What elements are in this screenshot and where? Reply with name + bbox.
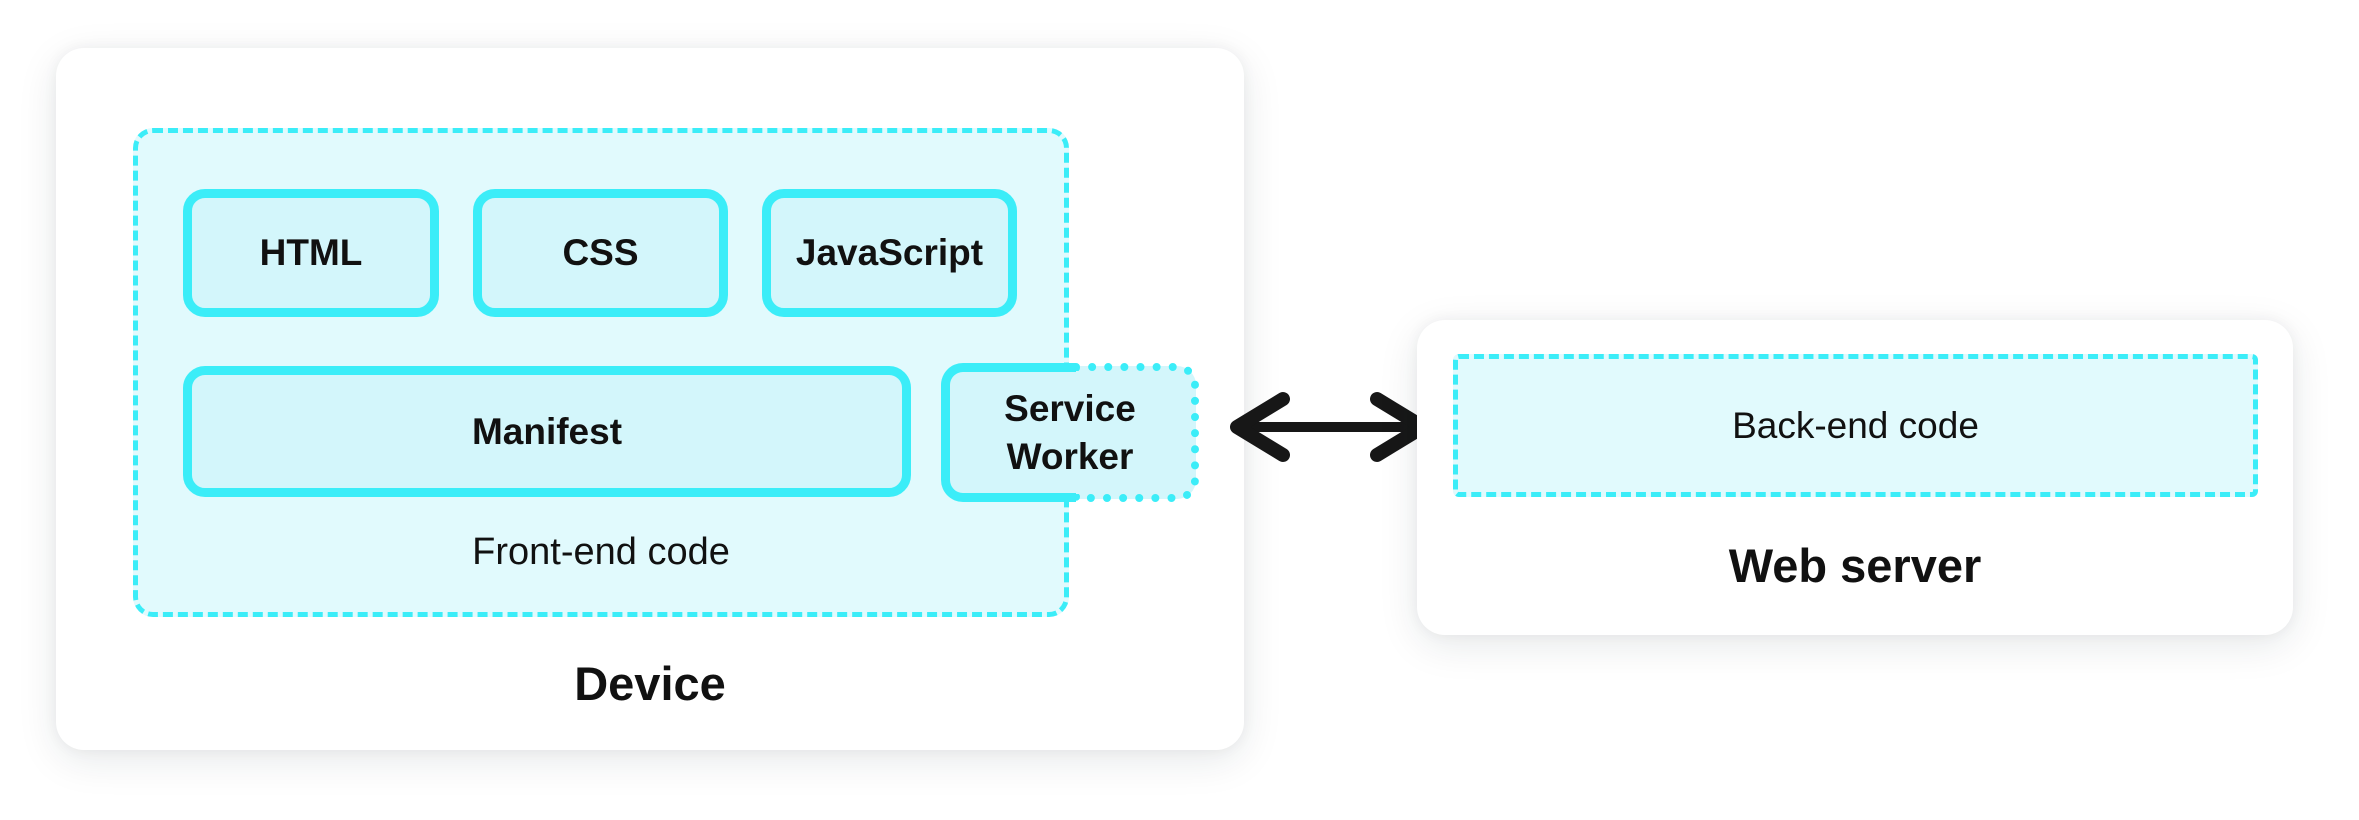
device-card-title: Device [574,657,726,710]
html-box: HTML [183,189,439,317]
bidirectional-arrow-icon [1230,392,1430,462]
backend-code-box: Back-end code [1453,354,2258,497]
service-worker-box: Service Worker [941,363,1199,502]
css-box: CSS [473,189,728,317]
frontend-group-label: Front-end code [472,531,730,573]
manifest-box-label: Manifest [471,410,623,452]
service-worker-box-label: Service Worker [1004,388,1136,477]
html-box-label: HTML [259,232,363,273]
css-box-label: CSS [562,232,639,273]
web-server-card-title: Web server [1728,539,1982,592]
service-worker-box-border-dotted [1076,363,1199,502]
web-server-card: Back-end code Web server [1417,320,2293,635]
javascript-box: JavaScript [762,189,1017,317]
backend-code-box-label: Back-end code [1732,404,1979,446]
javascript-box-label: JavaScript [795,232,984,273]
device-card: HTML CSS JavaScript Manifest Service Wor… [56,48,1244,750]
service-worker-box-fill [944,366,1196,499]
service-worker-box-border-solid [941,363,1076,502]
frontend-code-group: HTML CSS JavaScript Manifest Service Wor… [133,128,1199,617]
manifest-box: Manifest [183,366,911,497]
